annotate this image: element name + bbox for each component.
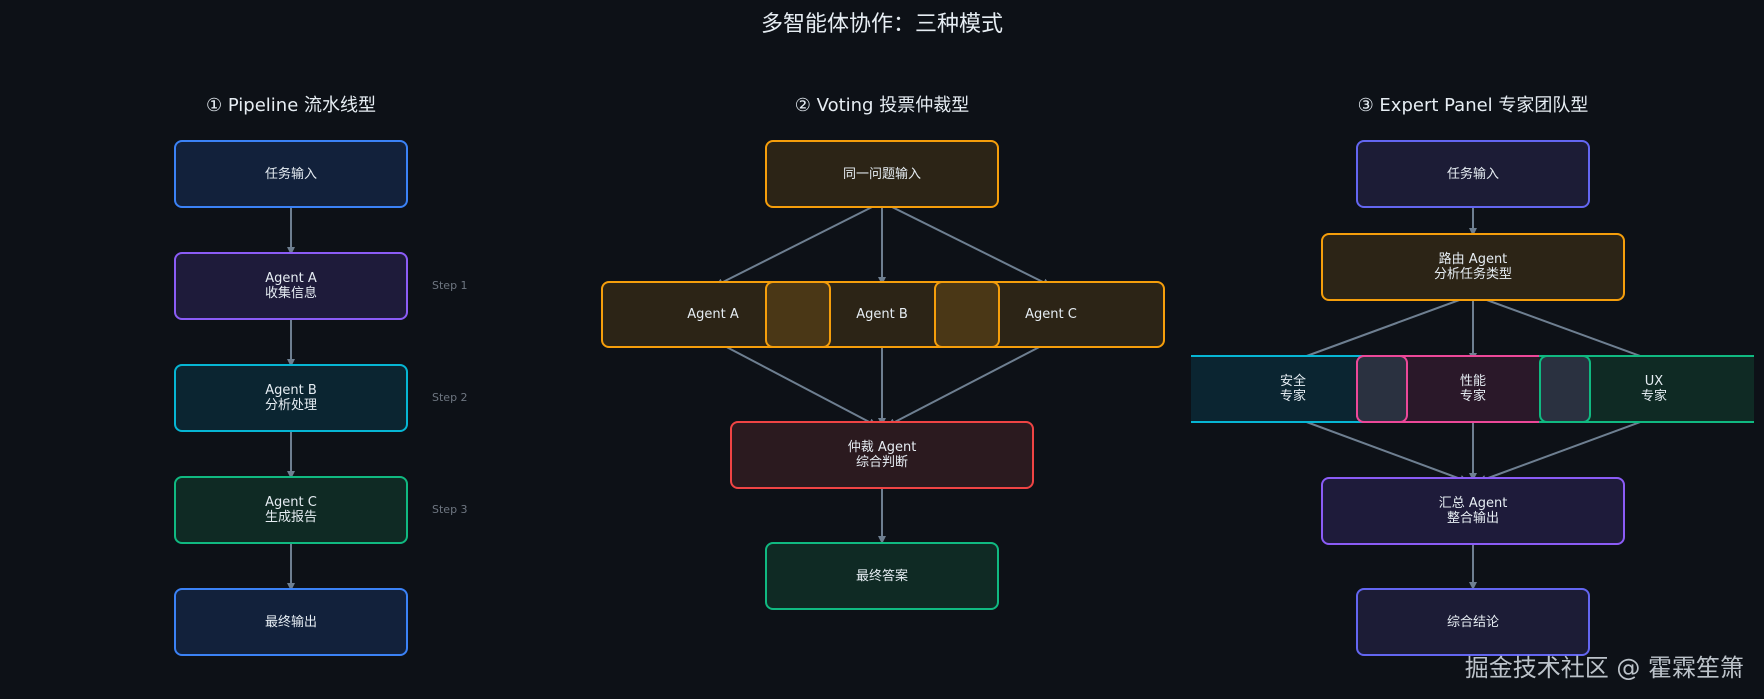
edge-router-to-security (1291, 294, 1474, 363)
step-label-3: Step 3 (432, 503, 468, 516)
step-label-1: Step 1 (432, 279, 468, 292)
edge-security-to-aggregator (1292, 416, 1468, 483)
edge-vote-input-to-a (715, 201, 883, 286)
edge-ux-to-aggregator (1478, 416, 1655, 483)
expert-aggregator-node: 汇总 Agent 整合输出 (1321, 477, 1625, 545)
expert-overlap-right (1539, 355, 1591, 423)
voting-agent-a: Agent A (687, 307, 739, 322)
voting-title: ② Voting 投票仲裁型 (794, 95, 970, 116)
page-title: 多智能体协作：三种模式 (760, 12, 1003, 37)
expert-output-node: 综合结论 (1356, 588, 1590, 656)
expert-router-node: 路由 Agent 分析任务类型 (1321, 233, 1625, 301)
watermark: 掘金技术社区 @ 霍霖笙箫 (1464, 654, 1744, 682)
pipeline-title: ① Pipeline 流水线型 (205, 95, 377, 116)
edge-router-to-ux (1472, 294, 1656, 363)
edge-vote-c-to-arbiter (887, 341, 1050, 426)
edge-vote-a-to-arbiter (716, 341, 877, 426)
expert-title: ③ Expert Panel 专家团队型 (1357, 95, 1589, 116)
voting-band-overlap-right (934, 281, 1000, 348)
pipeline-agent-a-node: Agent A 收集信息 (174, 252, 408, 320)
pipeline-input-node: 任务输入 (174, 140, 408, 208)
voting-agent-b: Agent B (856, 307, 908, 322)
pipeline-agent-b-node: Agent B 分析处理 (174, 364, 408, 432)
expert-input-node: 任务输入 (1356, 140, 1590, 208)
step-label-2: Step 2 (432, 391, 468, 404)
voting-agent-c: Agent C (1025, 307, 1077, 322)
voting-agents-band (601, 281, 1165, 348)
voting-arbiter-node: 仲裁 Agent 综合判断 (730, 421, 1034, 489)
edge-vote-input-to-c (881, 201, 1051, 286)
voting-band-overlap-left (765, 281, 831, 348)
expert-overlap-left (1356, 355, 1408, 423)
pipeline-agent-c-node: Agent C 生成报告 (174, 476, 408, 544)
pipeline-output-node: 最终输出 (174, 588, 408, 656)
voting-input-node: 同一问题输入 (765, 140, 999, 208)
expert-ux-node: UX 专家 (1640, 374, 1667, 404)
voting-output-node: 最终答案 (765, 542, 999, 610)
expert-security-node: 安全 专家 (1279, 374, 1306, 404)
expert-performance-node: 性能 专家 (1459, 374, 1486, 404)
